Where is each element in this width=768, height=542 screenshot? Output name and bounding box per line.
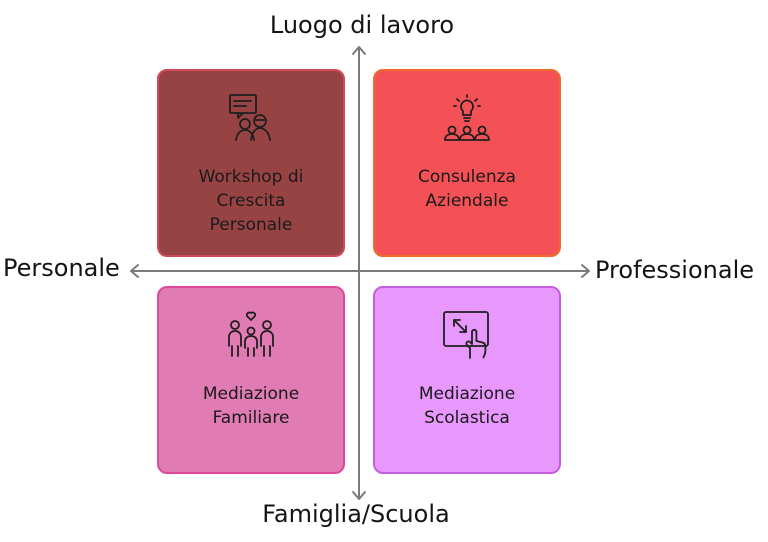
axis-label-bottom: Famiglia/Scuola (262, 500, 450, 528)
axis-label-right: Professionale (595, 256, 754, 284)
quadrant-text-line: Mediazione (418, 384, 516, 404)
vertical-axis (352, 46, 366, 500)
quadrant-mediazione-familiare: Mediazione Familiare (157, 286, 345, 474)
quadrant-text-line: Familiare (212, 408, 290, 428)
quadrant-text-line: Scolastica (424, 408, 510, 428)
axis-label-left: Personale (3, 254, 120, 282)
workshop-discussion-icon (229, 94, 271, 141)
quadrant-text-line: Personale (209, 215, 293, 235)
quadrant-text-line: Aziendale (425, 191, 509, 211)
idea-team-icon (444, 94, 490, 141)
quadrant-workshop-crescita-personale: Workshop di Crescita Personale (157, 69, 345, 257)
quadrant-consulenza-aziendale: Consulenza Aziendale (373, 69, 561, 257)
axis-label-top: Luogo di lavoro (269, 11, 455, 39)
family-heart-icon (228, 311, 274, 357)
quadrant-text-line: Workshop di (198, 167, 304, 187)
quadrant-text-line: Mediazione (202, 384, 300, 404)
quadrant-mediazione-scolastica: Mediazione Scolastica (373, 286, 561, 474)
quadrant-text-line: Consulenza (418, 167, 516, 187)
touch-screen-resize-icon (443, 311, 489, 359)
quadrant-text-line: Crescita (216, 191, 286, 211)
horizontal-axis (130, 264, 590, 278)
